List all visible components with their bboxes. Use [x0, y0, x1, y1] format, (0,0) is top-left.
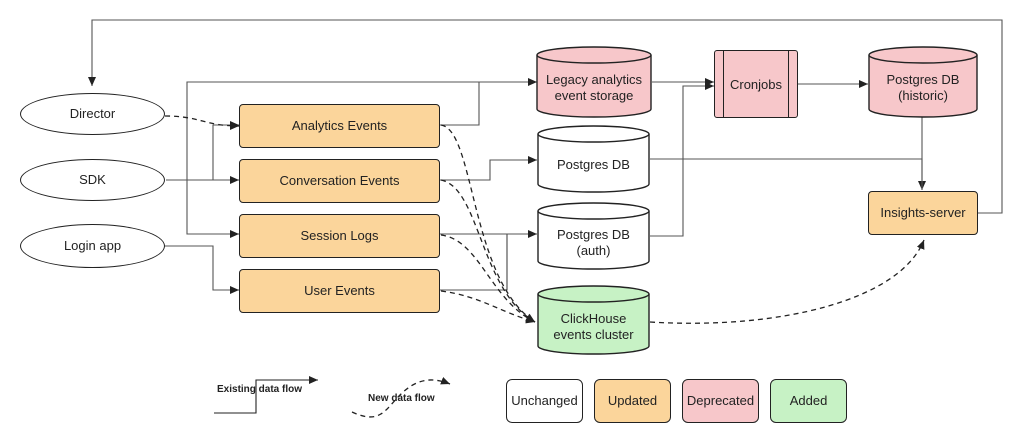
- flow-insights-to-director: [88, 19, 1003, 214]
- conversation-events-node: Conversation Events: [239, 159, 440, 203]
- insights-server-node: Insights-server: [868, 191, 978, 235]
- flow-director-to-session: [186, 120, 239, 238]
- flow-auth-to-cronjobs: [650, 82, 714, 237]
- legend-new-line: [351, 376, 451, 418]
- postgres-db-shape: [537, 125, 650, 193]
- flow-postgres-to-insights: [650, 158, 926, 190]
- user-events-node: User Events: [239, 269, 440, 313]
- sdk-label: SDK: [79, 171, 106, 187]
- legend-added-label: Added: [789, 392, 828, 408]
- login-app-label: Login app: [63, 237, 122, 253]
- postgres-db-label: Postgres DB: [557, 156, 630, 172]
- new-flow-analytics-to-clickhouse: [440, 124, 536, 323]
- legend-unchanged-label: Unchanged: [511, 392, 578, 408]
- new-flow-director-to-analytics: [164, 115, 240, 130]
- legend-updated-label: Updated: [607, 392, 658, 408]
- director-label: Director: [69, 105, 116, 121]
- login-app-node: Login app: [20, 224, 165, 268]
- new-flow-user-to-clickhouse: [440, 290, 536, 324]
- flow-analytics-to-legacy: [440, 82, 480, 126]
- legend-added: Added: [770, 379, 847, 423]
- postgres-auth-label: Postgres DB (auth): [557, 226, 630, 258]
- analytics-events-label: Analytics Events: [291, 117, 388, 133]
- clickhouse-node: ClickHouse events cluster: [537, 285, 650, 355]
- legacy-storage-label: Legacy analytics event storage: [545, 71, 643, 103]
- postgres-auth-shape: [537, 202, 650, 270]
- sdk-node: SDK: [20, 159, 165, 201]
- flow-login-to-user: [163, 245, 239, 294]
- director-node: Director: [20, 93, 165, 135]
- session-logs-node: Session Logs: [239, 214, 440, 258]
- flow-conversation-to-postgres: [440, 156, 537, 181]
- clickhouse-label: ClickHouse events cluster: [553, 310, 634, 342]
- legend-deprecated: Deprecated: [682, 379, 759, 423]
- legend-unchanged: Unchanged: [506, 379, 583, 423]
- new-flow-session-to-clickhouse: [440, 234, 536, 323]
- legend-existing-label: Existing data flow: [217, 384, 303, 395]
- cronjobs-label: Cronjobs: [729, 76, 783, 92]
- postgres-auth-node: Postgres DB (auth): [537, 202, 650, 270]
- postgres-historic-node: Postgres DB (historic): [868, 46, 978, 118]
- postgres-historic-label: Postgres DB (historic): [886, 71, 960, 103]
- legend-existing-line: [214, 376, 318, 414]
- legend-updated: Updated: [594, 379, 671, 423]
- flow-sdk-to-analytics: [212, 121, 239, 180]
- legend-new-label: New data flow: [368, 393, 435, 404]
- postgres-db-node: Postgres DB: [537, 125, 650, 193]
- flow-director-to-legacy: [186, 78, 537, 120]
- flow-session-to-auth: [440, 233, 508, 291]
- session-logs-label: Session Logs: [300, 227, 379, 243]
- clickhouse-shape: [537, 285, 650, 355]
- flow-to-postgres-auth: [506, 230, 537, 290]
- postgres-historic-shape: [868, 46, 978, 118]
- insights-server-label: Insights-server: [880, 204, 966, 220]
- user-events-label: User Events: [304, 282, 375, 298]
- cronjobs-node: Cronjobs: [714, 50, 798, 118]
- conversation-events-label: Conversation Events: [279, 172, 400, 188]
- legend-deprecated-label: Deprecated: [686, 392, 755, 408]
- analytics-events-node: Analytics Events: [239, 104, 440, 148]
- legacy-storage-shape: [536, 46, 652, 118]
- legacy-storage-node: Legacy analytics event storage: [536, 46, 652, 118]
- new-flow-clickhouse-to-insights: [649, 239, 925, 324]
